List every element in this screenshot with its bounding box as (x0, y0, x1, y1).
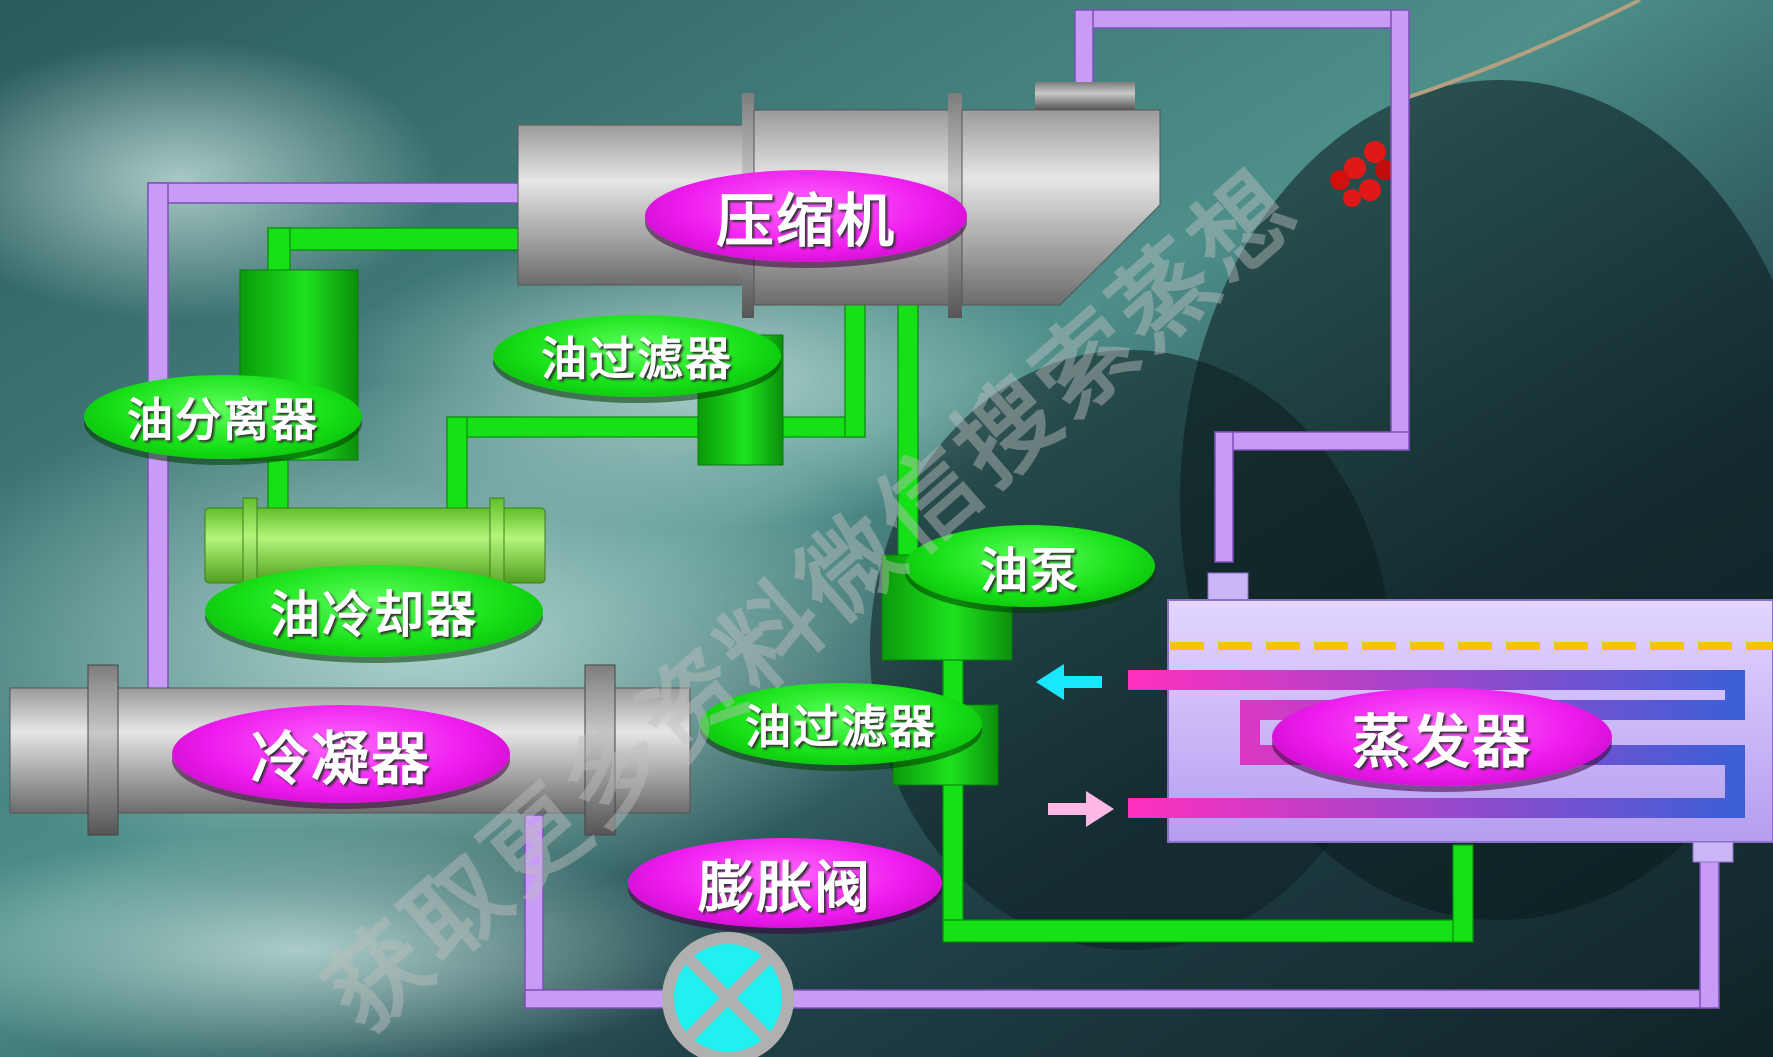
evaporator-label: 蒸发器 (1272, 688, 1612, 786)
oil-cooler-label: 油冷却器 (205, 565, 543, 657)
condenser-label: 冷凝器 (172, 705, 510, 803)
oil-pump-label: 油泵 (905, 525, 1155, 607)
expansion-valve-label: 膨胀阀 (628, 838, 942, 928)
oil-filter-top-label: 油过滤器 (493, 315, 781, 397)
oil-pipes (267, 227, 1474, 943)
oil-filter-bottom-label: 油过滤器 (700, 683, 982, 765)
red-berries-decoration (1330, 0, 1641, 207)
warm-inlet-arrow (1048, 791, 1114, 827)
compressor-label: 压缩机 (645, 170, 967, 262)
expansion-valve-icon (662, 932, 794, 1057)
oil-separator-label: 油分离器 (84, 375, 362, 459)
evaporator-body (1128, 572, 1773, 863)
cold-inlet-arrow (1036, 664, 1102, 700)
oil-cooler-body (204, 497, 546, 594)
refrigerant-pipes (147, 9, 1720, 1009)
